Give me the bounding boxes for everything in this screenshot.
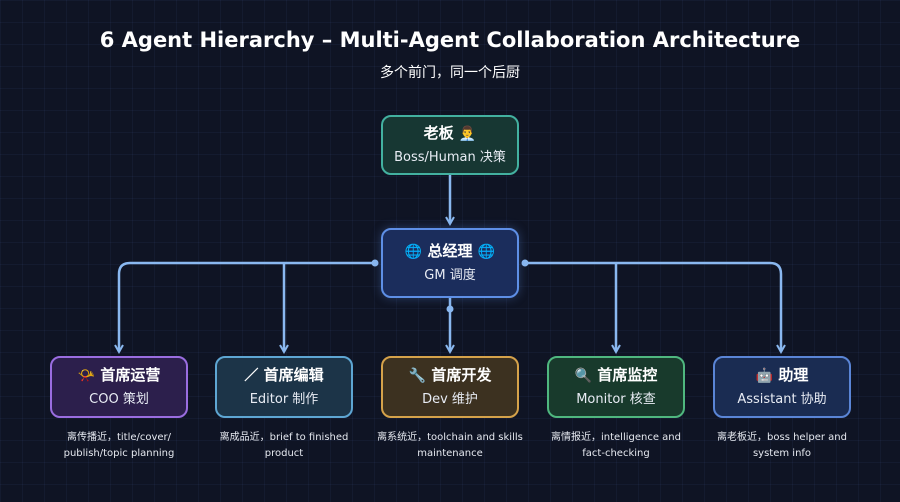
assistant-node: 🤖 助理 Assistant 协助 xyxy=(713,356,851,418)
gm-node: 🌐 总经理 🌐 GM 调度 xyxy=(381,228,519,298)
connector-dot xyxy=(521,259,529,267)
editor-node: ／ 首席编辑 Editor 制作 xyxy=(215,356,353,418)
editor-caption: 离成品近，brief to finished product xyxy=(219,432,349,459)
monitor-node: 🔍 首席监控 Monitor 核查 xyxy=(547,356,685,418)
wrench-icon: 🔧 xyxy=(408,368,427,384)
monitor-label: 首席监控 xyxy=(597,366,658,384)
dev-description: Dev 维护 xyxy=(422,392,478,407)
assistant-caption: 离老板近，boss helper and system info xyxy=(717,432,847,459)
dev-caption: 离系统近，toolchain and skills maintenance xyxy=(377,432,523,459)
connector-gm-coo xyxy=(119,261,375,352)
assistant-label: 助理 xyxy=(778,366,809,384)
pen-icon: ／ xyxy=(244,368,259,384)
connector-dot xyxy=(371,259,379,267)
boss-description: Boss/Human 决策 xyxy=(394,150,506,165)
robot-icon: 🤖 xyxy=(755,368,774,384)
boss-label: 老板 xyxy=(423,124,454,142)
globe-icon: 🌐 xyxy=(404,244,423,260)
editor-label: 首席编辑 xyxy=(263,366,324,384)
connector-gm-assistant xyxy=(525,261,781,352)
horn-icon: 📯 xyxy=(77,368,96,384)
dev-node: 🔧 首席开发 Dev 维护 xyxy=(381,356,519,418)
boss-node: 老板 👨‍💼 Boss/Human 决策 xyxy=(381,115,519,175)
connector-dot xyxy=(446,305,454,313)
monitor-caption: 离情报近，intelligence and fact-checking xyxy=(550,432,681,459)
editor-description: Editor 制作 xyxy=(249,392,319,407)
globe-icon: 🌐 xyxy=(477,244,496,260)
coo-label: 首席运营 xyxy=(100,366,161,384)
coo-node: 📯 首席运营 COO 策划 xyxy=(50,356,188,418)
diagram-title: 6 Agent Hierarchy – Multi-Agent Collabor… xyxy=(99,28,801,52)
coo-description: COO 策划 xyxy=(89,392,149,407)
magnifier-icon: 🔍 xyxy=(574,368,593,384)
gm-label: 总经理 xyxy=(427,242,473,260)
gm-description: GM 调度 xyxy=(424,268,476,283)
coo-caption: 离传播近，title/cover/ publish/topic planning xyxy=(63,432,175,459)
assistant-description: Assistant 协助 xyxy=(737,392,827,407)
dev-label: 首席开发 xyxy=(431,366,492,384)
monitor-description: Monitor 核查 xyxy=(576,392,656,407)
diagram-subtitle: 多个前门，同一个后厨 xyxy=(380,65,520,81)
businessman-icon: 👨‍💼 xyxy=(458,126,477,142)
